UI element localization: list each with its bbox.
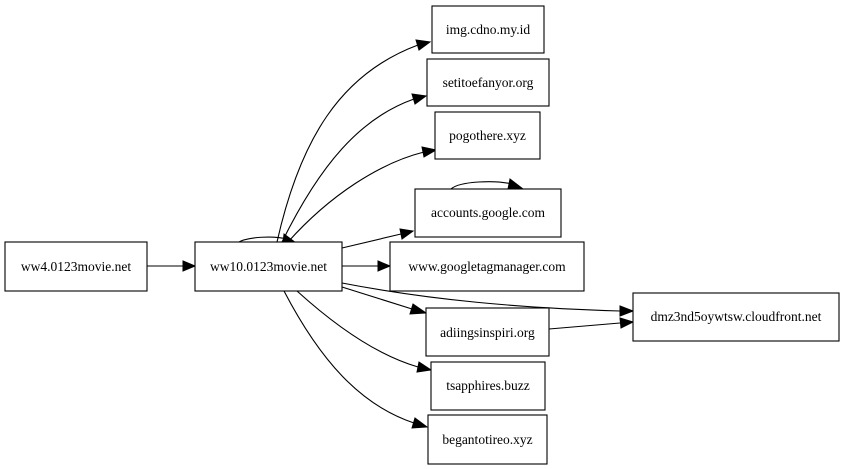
node-accounts-google[interactable]: accounts.google.com <box>414 188 562 238</box>
node-ww4-0123movie[interactable]: ww4.0123movie.net <box>4 241 148 292</box>
edge-adi-to-cloudfront <box>548 317 635 330</box>
node-label: www.googletagmanager.com <box>408 259 566 274</box>
edge-ww10-to-pogo <box>287 146 438 243</box>
edge-ww10-to-img <box>276 39 432 243</box>
node-cloudfront[interactable]: dmz3nd5oywtsw.cloudfront.net <box>632 292 840 342</box>
node-pogothere[interactable]: pogothere.xyz <box>434 111 541 160</box>
node-img-cdno[interactable]: img.cdno.my.id <box>431 5 545 54</box>
edge-accounts-self-loop <box>450 178 525 190</box>
node-label: pogothere.xyz <box>449 128 526 143</box>
edge-ww10-to-gtm <box>342 260 392 272</box>
edge-ww4-to-ww10 <box>147 260 197 272</box>
node-label: adiingsinspiri.org <box>440 325 535 340</box>
edge-ww10-to-accounts <box>341 228 415 249</box>
edge-ww10-to-cloudfront <box>341 282 635 317</box>
node-adiingsinspiri[interactable]: adiingsinspiri.org <box>425 307 550 357</box>
edge-ww10-to-adi <box>341 286 428 315</box>
edge-ww10-to-seti <box>281 93 428 243</box>
node-setitoefanyor[interactable]: setitoefanyor.org <box>426 58 550 107</box>
node-tsapphires[interactable]: tsapphires.buzz <box>430 361 546 411</box>
node-ww10-0123movie[interactable]: ww10.0123movie.net <box>194 241 343 292</box>
node-label: img.cdno.my.id <box>446 22 530 37</box>
node-label: begantotireo.xyz <box>442 432 532 447</box>
node-label: accounts.google.com <box>431 205 545 220</box>
node-begantotireo[interactable]: begantotireo.xyz <box>427 414 548 465</box>
edge-ww10-to-tsap <box>296 290 433 373</box>
node-label: dmz3nd5oywtsw.cloudfront.net <box>651 309 822 324</box>
edge-ww10-to-bega <box>283 290 429 429</box>
node-googletagmanager[interactable]: www.googletagmanager.com <box>389 241 585 292</box>
nodes: ww4.0123movie.net ww10.0123movie.net img… <box>4 5 840 465</box>
node-label: tsapphires.buzz <box>446 378 530 393</box>
node-label: ww10.0123movie.net <box>210 259 327 274</box>
node-label: ww4.0123movie.net <box>21 259 131 274</box>
node-label: setitoefanyor.org <box>443 75 534 90</box>
